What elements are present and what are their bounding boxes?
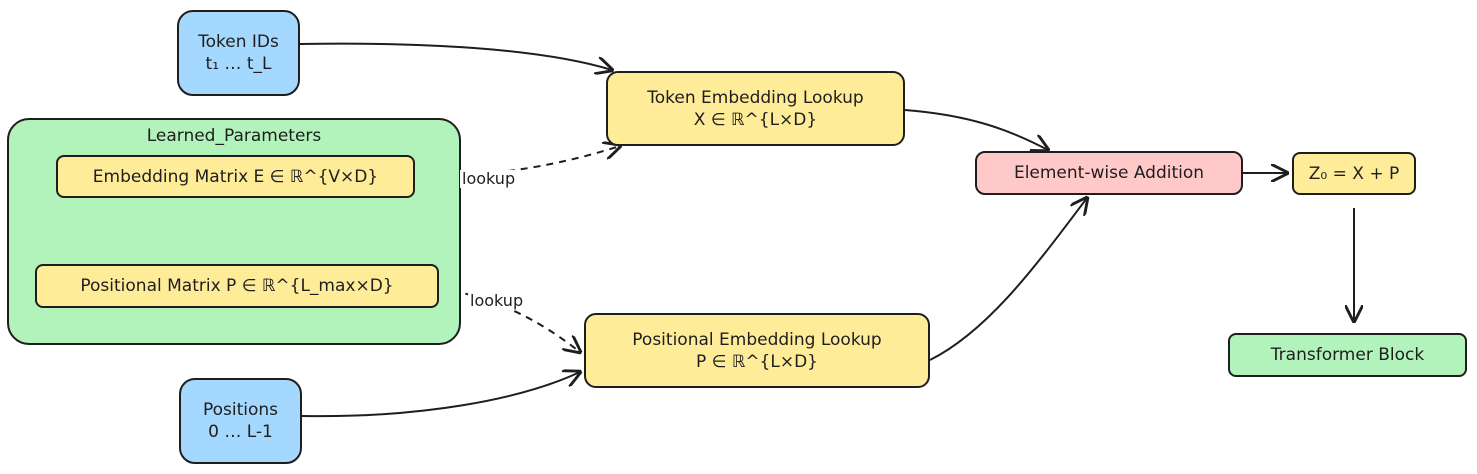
element-wise-addition-node[interactable]: Element-wise Addition	[975, 151, 1243, 195]
edge-label-lookup-bottom: lookup	[468, 291, 526, 310]
positions-range: 0 … L-1	[208, 422, 273, 442]
token-ids-node[interactable]: Token IDs t₁ … t_L	[177, 10, 300, 96]
token-embedding-lookup-title: Token Embedding Lookup	[647, 87, 864, 108]
positional-embedding-lookup-title: Positional Embedding Lookup	[632, 329, 882, 350]
learned-parameters-group: Learned_Parameters	[7, 118, 461, 345]
edge-positions-to-pos-lookup	[301, 372, 580, 418]
edge-token-ids-to-token-lookup	[299, 42, 612, 70]
z0-node[interactable]: Z₀ = X + P	[1292, 152, 1416, 195]
positions-node[interactable]: Positions 0 … L-1	[179, 378, 302, 464]
positional-embedding-lookup-formula: P ∈ ℝ^{L×D}	[695, 351, 818, 372]
token-embedding-lookup-formula: X ∈ ℝ^{L×D}	[693, 109, 818, 130]
token-ids-range: t₁ … t_L	[205, 54, 272, 74]
edge-token-lookup-to-addition	[904, 109, 1048, 150]
edge-pos-lookup-to-addition	[929, 198, 1087, 361]
positional-embedding-lookup-node[interactable]: Positional Embedding Lookup P ∈ ℝ^{L×D}	[584, 313, 930, 388]
positional-matrix-node[interactable]: Positional Matrix P ∈ ℝ^{L_max×D}	[35, 264, 439, 308]
z0-label: Z₀ = X + P	[1308, 163, 1400, 184]
element-wise-addition-label: Element-wise Addition	[1013, 163, 1205, 183]
edge-label-lookup-top: lookup	[460, 169, 518, 188]
transformer-block-label: Transformer Block	[1270, 345, 1425, 365]
transformer-block-node[interactable]: Transformer Block	[1228, 333, 1467, 377]
positional-matrix-label: Positional Matrix P ∈ ℝ^{L_max×D}	[80, 276, 394, 296]
token-ids-title: Token IDs	[198, 32, 279, 52]
embedding-matrix-node[interactable]: Embedding Matrix E ∈ ℝ^{V×D}	[56, 155, 415, 198]
learned-parameters-title: Learned_Parameters	[146, 126, 322, 146]
positions-title: Positions	[202, 400, 279, 420]
embedding-matrix-label: Embedding Matrix E ∈ ℝ^{V×D}	[92, 166, 379, 187]
token-embedding-lookup-node[interactable]: Token Embedding Lookup X ∈ ℝ^{L×D}	[606, 71, 905, 146]
